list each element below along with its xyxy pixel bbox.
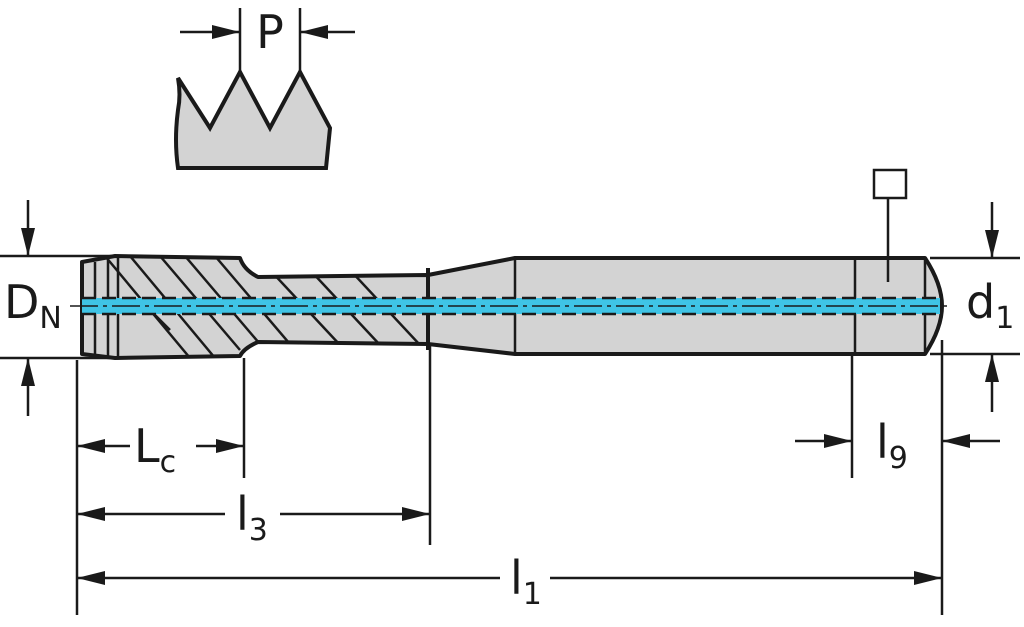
pitch-label: P bbox=[256, 5, 284, 59]
thread-length-dimension: l3 bbox=[77, 487, 430, 548]
total-length-label: l1 bbox=[510, 551, 542, 612]
chamfer-length-label: Lc bbox=[134, 419, 176, 480]
diameter-extension-lines bbox=[0, 254, 1020, 360]
chamfer-length-dimension: Lc bbox=[77, 419, 244, 480]
total-length-dimension: l1 bbox=[77, 551, 942, 612]
thread-profile-inset: P bbox=[174, 5, 355, 170]
square-drive-callout bbox=[872, 168, 908, 282]
coolant-channel bbox=[70, 296, 950, 316]
square-drive-icon bbox=[872, 168, 908, 200]
square-length-dimension: l9 bbox=[795, 415, 1000, 476]
shank-diameter-label: d1 bbox=[966, 275, 1014, 336]
nominal-diameter-dimension: DN bbox=[4, 200, 62, 416]
nominal-diameter-label: DN bbox=[4, 275, 62, 336]
thread-profile-shape bbox=[174, 67, 333, 170]
shank-diameter-dimension: d1 bbox=[966, 202, 1014, 412]
thread-length-label: l3 bbox=[236, 487, 268, 548]
square-length-label: l9 bbox=[876, 415, 908, 476]
